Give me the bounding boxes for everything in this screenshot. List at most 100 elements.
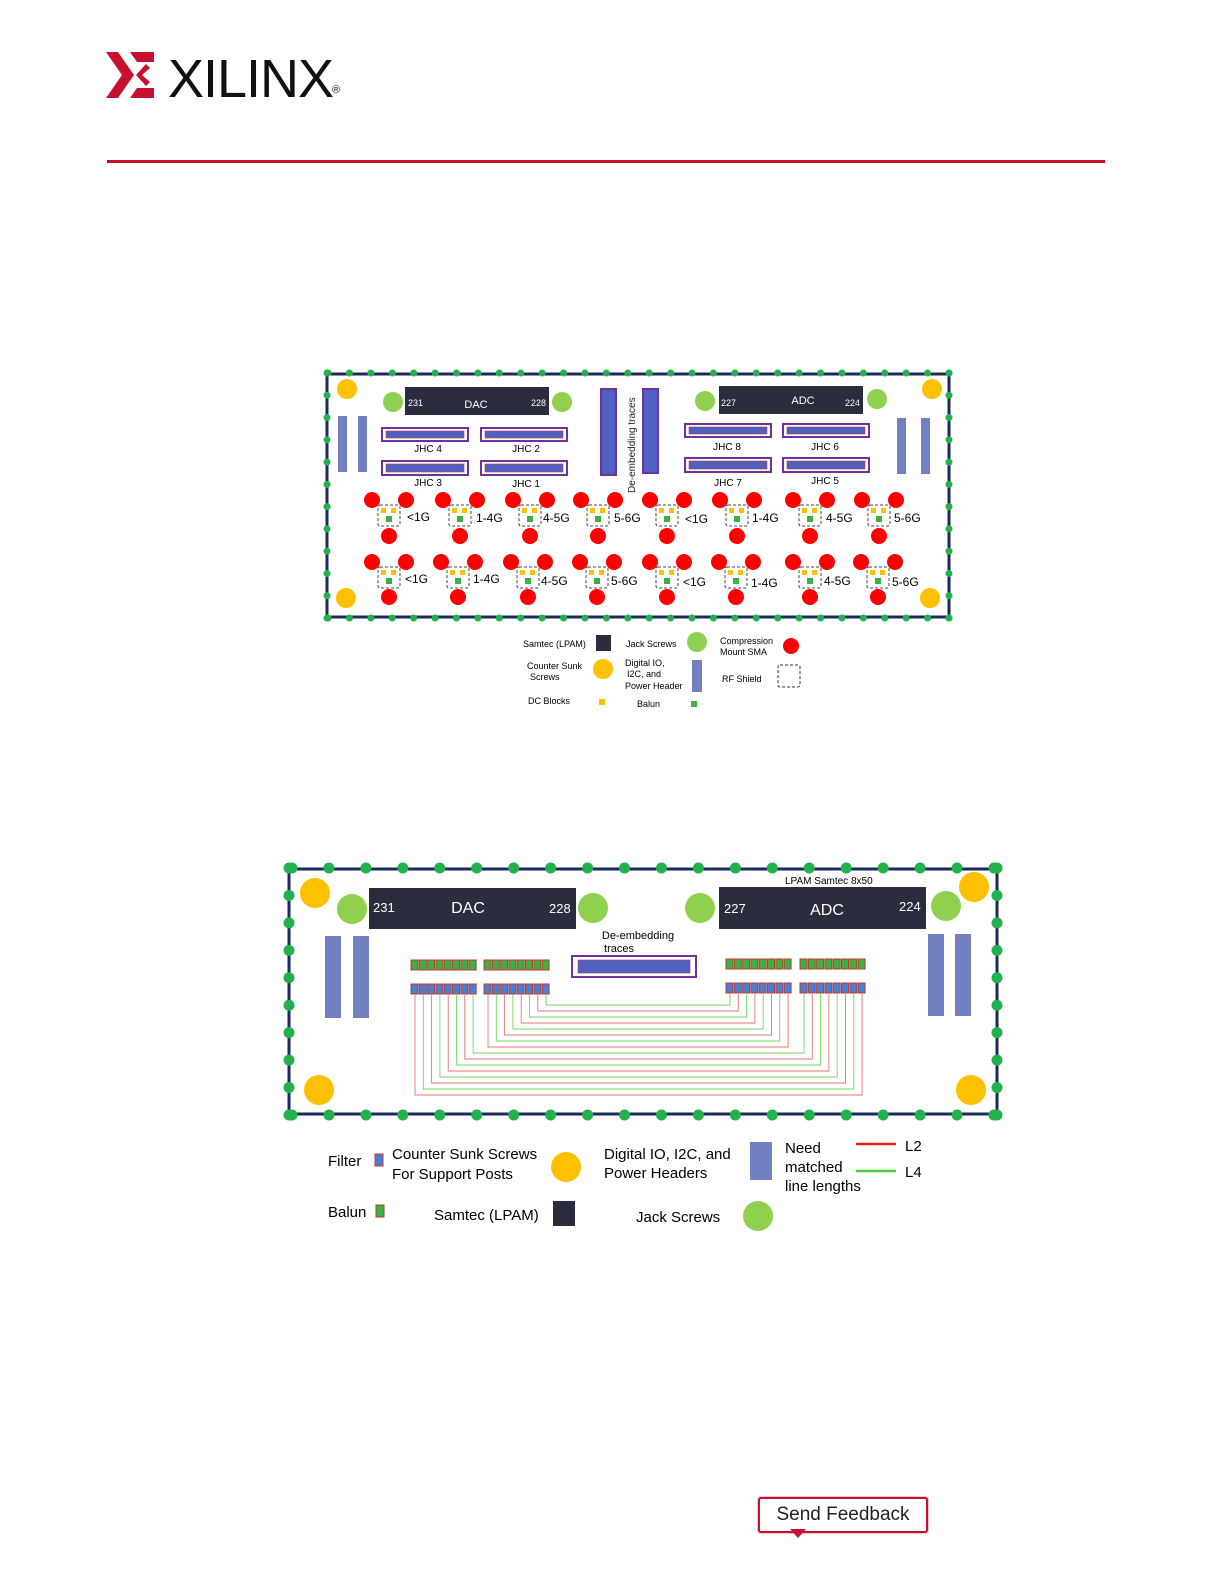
dc-block [599,570,604,575]
digital-io-header [955,934,971,1016]
jhc-label: JHC 1 [512,479,540,490]
fig1-legend-compression: Mount SMA [720,647,767,657]
compression-mount-sma [537,554,553,570]
fig2-legend-need: Need [785,1140,821,1157]
fig2-dac-left-num: 231 [373,900,395,915]
balun-pad [541,959,550,971]
board-edge-via [388,369,396,377]
dc-block [391,508,396,513]
filter-pad [508,983,517,995]
balun-pad [824,958,833,970]
board-edge-via [688,369,696,377]
counter-sunk-screw [337,379,357,399]
jack-screw [931,891,961,921]
board-edge-via [283,999,295,1011]
jhc-pin-strip [385,463,465,473]
dc-block [530,570,535,575]
board-edge-via [582,862,594,874]
board-edge-via [991,944,1003,956]
board-edge-via [397,862,409,874]
board-edge-via [283,1027,295,1039]
board-edge-via [752,369,760,377]
jack-screw [578,893,608,923]
balun-swatch [691,701,697,707]
dc-block [802,570,807,575]
compression-mount-sma [676,554,692,570]
board-edge-via [602,369,610,377]
fig2-dac-label: DAC [451,900,485,917]
filter-pad [452,983,460,995]
dc-block [590,508,595,513]
counter-sunk-screw [922,379,942,399]
fig1-legend-jack: Jack Screws [626,639,677,649]
filter-pad [410,983,419,995]
board-edge-via [838,369,846,377]
jhc-label: JHC 3 [414,478,442,489]
board-edge-via [945,480,953,488]
filter-pad [733,982,742,994]
board-edge-via [560,369,568,377]
dc-block [881,508,886,513]
board-edge-via [517,369,525,377]
compression-mount-sma [871,528,887,544]
xilinx-x-mark-icon [106,52,154,98]
compression-mount-sma [819,492,835,508]
balun-pad [799,958,808,970]
board-edge-via [951,1109,963,1121]
balun-pad [491,959,500,971]
compression-mount-sma [364,554,380,570]
board-edge-via [582,1109,594,1121]
filter-swatch [374,1153,384,1167]
board-edge-via [323,547,331,555]
board-edge-via [323,592,331,600]
digital-io-header [921,418,930,474]
board-edge-via [774,614,782,622]
filter-pad [841,982,849,994]
balun [386,516,392,522]
board-edge-via [774,369,782,377]
freq-label: 4-5G [543,511,570,525]
matched-trace [487,994,789,1048]
freq-label: 5-6G [894,511,921,525]
board-edge-via [360,862,372,874]
jack-screw [867,389,887,409]
compression-mount-sma [870,589,886,605]
board-edge-via [877,1109,889,1121]
deembedding-trace [600,388,617,476]
compression-mount-sma [450,589,466,605]
compression-mount-sma [642,554,658,570]
board-edge-via [560,614,568,622]
board-edge-via [538,369,546,377]
board-edge-via [991,972,1003,984]
sma-swatch [783,638,799,654]
send-feedback-label: Send Feedback [776,1504,910,1525]
fig2-legend-digital: Digital IO, I2C, and [604,1146,731,1163]
board-edge-via [951,862,963,874]
filter-pad [516,983,525,995]
freq-label: <1G [683,575,706,589]
compression-mount-sma [505,492,521,508]
fig1-legend-compression: Compression [720,636,773,646]
balun [457,516,463,522]
board-edge-via [508,862,520,874]
board-edge-via [945,569,953,577]
filter-pad [783,982,792,994]
filter-pad [483,983,492,995]
compression-mount-sma [729,528,745,544]
freq-label: 1-4G [751,576,778,590]
dc-block-swatch [599,699,605,705]
matched-trace [472,994,805,1054]
board-edge-via [624,369,632,377]
counter-sunk-screw [336,588,356,608]
send-feedback-button[interactable]: Send Feedback [758,1497,928,1538]
board-edge-via [367,369,375,377]
balun [664,516,670,522]
jhc-pin-strip [786,460,866,470]
compression-mount-sma [712,492,728,508]
board-edge-via [991,889,1003,901]
jhc-label: JHC 2 [512,444,540,455]
board-edge-via [283,862,295,874]
board-edge-via [945,547,953,555]
rf-shield-swatch [777,664,801,688]
compression-mount-sma [539,492,555,508]
